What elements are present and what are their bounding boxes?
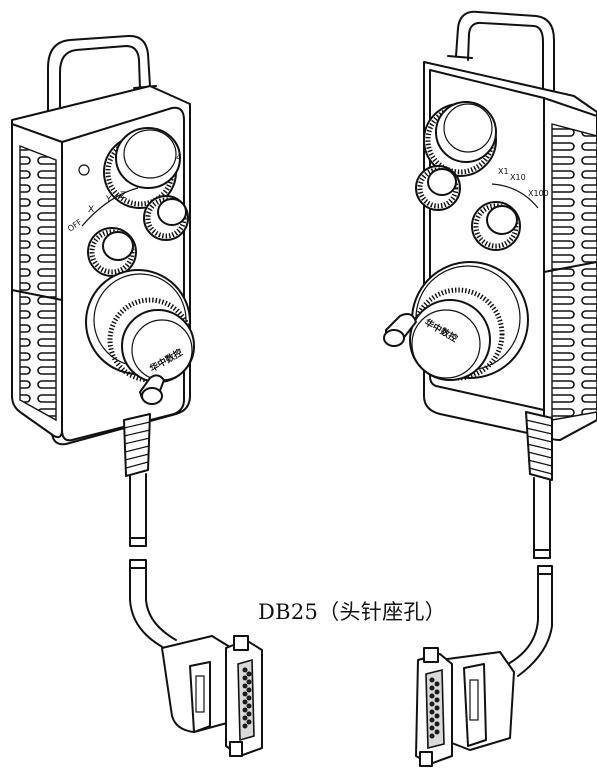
right-hanger-handle: [455, 10, 555, 91]
connector-caption: DB25（头针座孔）: [258, 600, 446, 624]
left-hanger-handle: [47, 34, 151, 121]
right-db25-connector: [415, 647, 515, 767]
left-axis-label: X: [88, 205, 94, 215]
left-screw-hole: [78, 164, 90, 176]
left-db25-connector: [161, 635, 263, 757]
left-axis-label: 4: [176, 153, 181, 162]
left-strain-relief: [123, 413, 151, 477]
left-handwheel: 华中数控: [85, 269, 195, 405]
right-step-knob: [415, 165, 461, 211]
left-db25-pins: [242, 667, 252, 729]
right-pendant: X1 X10 X100 华中数控: [383, 10, 597, 767]
right-step-label: X100: [528, 189, 549, 198]
right-strain-relief: [525, 411, 553, 481]
left-step-knob: [143, 195, 189, 241]
right-axis-select-knob: [423, 101, 497, 177]
right-step-label: X10: [510, 173, 526, 182]
right-handwheel: 华中数控: [383, 261, 529, 381]
right-second-knob: [471, 201, 521, 251]
right-step-label: X1: [498, 167, 509, 176]
right-connector-screw: [423, 647, 439, 663]
right-crank-knob: [383, 329, 405, 347]
left-pendant: OFF X Y Z 4 华中数控: [11, 34, 263, 757]
left-connector-screw: [229, 741, 243, 757]
left-axis-select-knob: [103, 127, 181, 209]
right-db25-pins: [429, 677, 440, 739]
right-connector-screw: [419, 751, 433, 767]
left-axis-label: Y: [105, 195, 112, 205]
right-cable: [507, 477, 553, 677]
left-second-knob: [87, 227, 137, 277]
left-crank-knob: [141, 387, 163, 405]
left-cable: [129, 473, 177, 651]
left-connector-screw: [233, 635, 249, 651]
left-axis-label: Z: [120, 191, 126, 201]
